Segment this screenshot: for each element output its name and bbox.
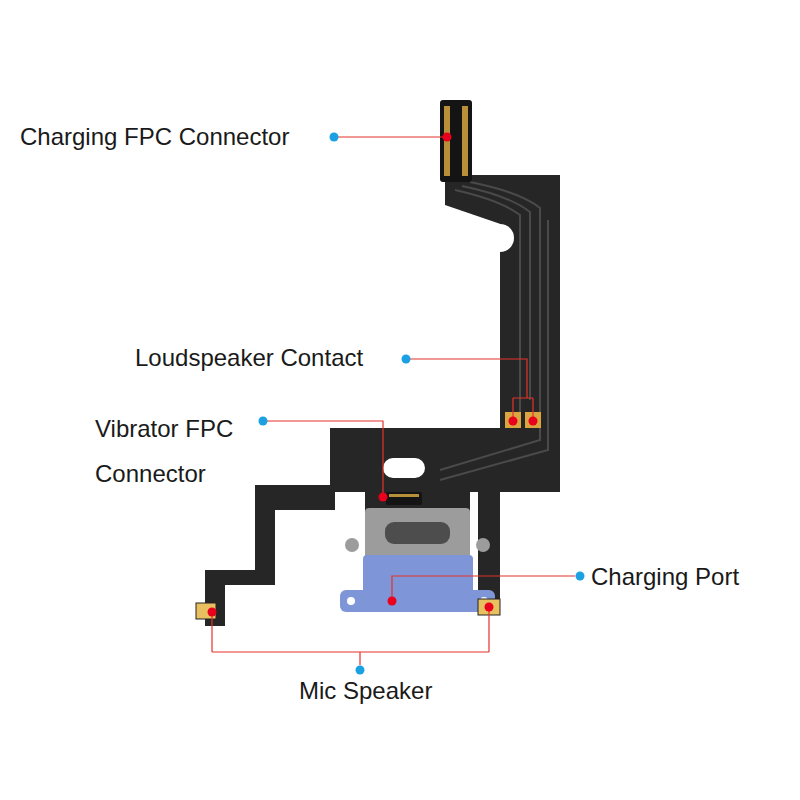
screw-hole (347, 597, 355, 605)
label-dot (576, 572, 585, 581)
target-dot (379, 493, 388, 502)
label-dot (330, 133, 339, 142)
leader-line (267, 421, 383, 497)
target-dot (208, 608, 217, 617)
target-dot (529, 417, 538, 426)
port-tabs (340, 590, 495, 612)
connector-pins (462, 106, 468, 176)
leader-line (212, 607, 489, 665)
target-dot (388, 597, 397, 606)
label-dot (259, 417, 268, 426)
callout-label: Charging Port (591, 562, 796, 592)
callout-label: Vibrator FPC Connector (95, 406, 260, 496)
vibrator-connector (386, 492, 422, 505)
flex-notch (486, 224, 514, 252)
callout-label: Loudspeaker Contact (135, 343, 405, 373)
flex-left-arm (205, 485, 335, 626)
label-dot (402, 355, 411, 364)
target-dot (485, 603, 494, 612)
callout-label: Charging FPC Connector (20, 122, 340, 152)
flex-trace (455, 190, 520, 420)
leader-line (338, 136, 447, 137)
flex-trace (440, 220, 548, 480)
flex-trace (440, 182, 540, 470)
leader-line (410, 359, 533, 420)
callout-label: Mic Speaker (299, 676, 519, 706)
flex-band (330, 428, 560, 492)
port-ear (345, 538, 359, 552)
leader-line (392, 576, 575, 601)
target-dot (443, 133, 452, 142)
connector-pins (389, 494, 419, 497)
mic-pad (196, 603, 216, 619)
flex-trace (462, 186, 530, 400)
target-dot (509, 417, 518, 426)
port-shell (365, 508, 470, 560)
port-ear (476, 538, 490, 552)
label-dot (356, 666, 365, 675)
flex-slot (383, 458, 425, 478)
port-opening (385, 522, 450, 544)
board-connector (440, 100, 472, 182)
